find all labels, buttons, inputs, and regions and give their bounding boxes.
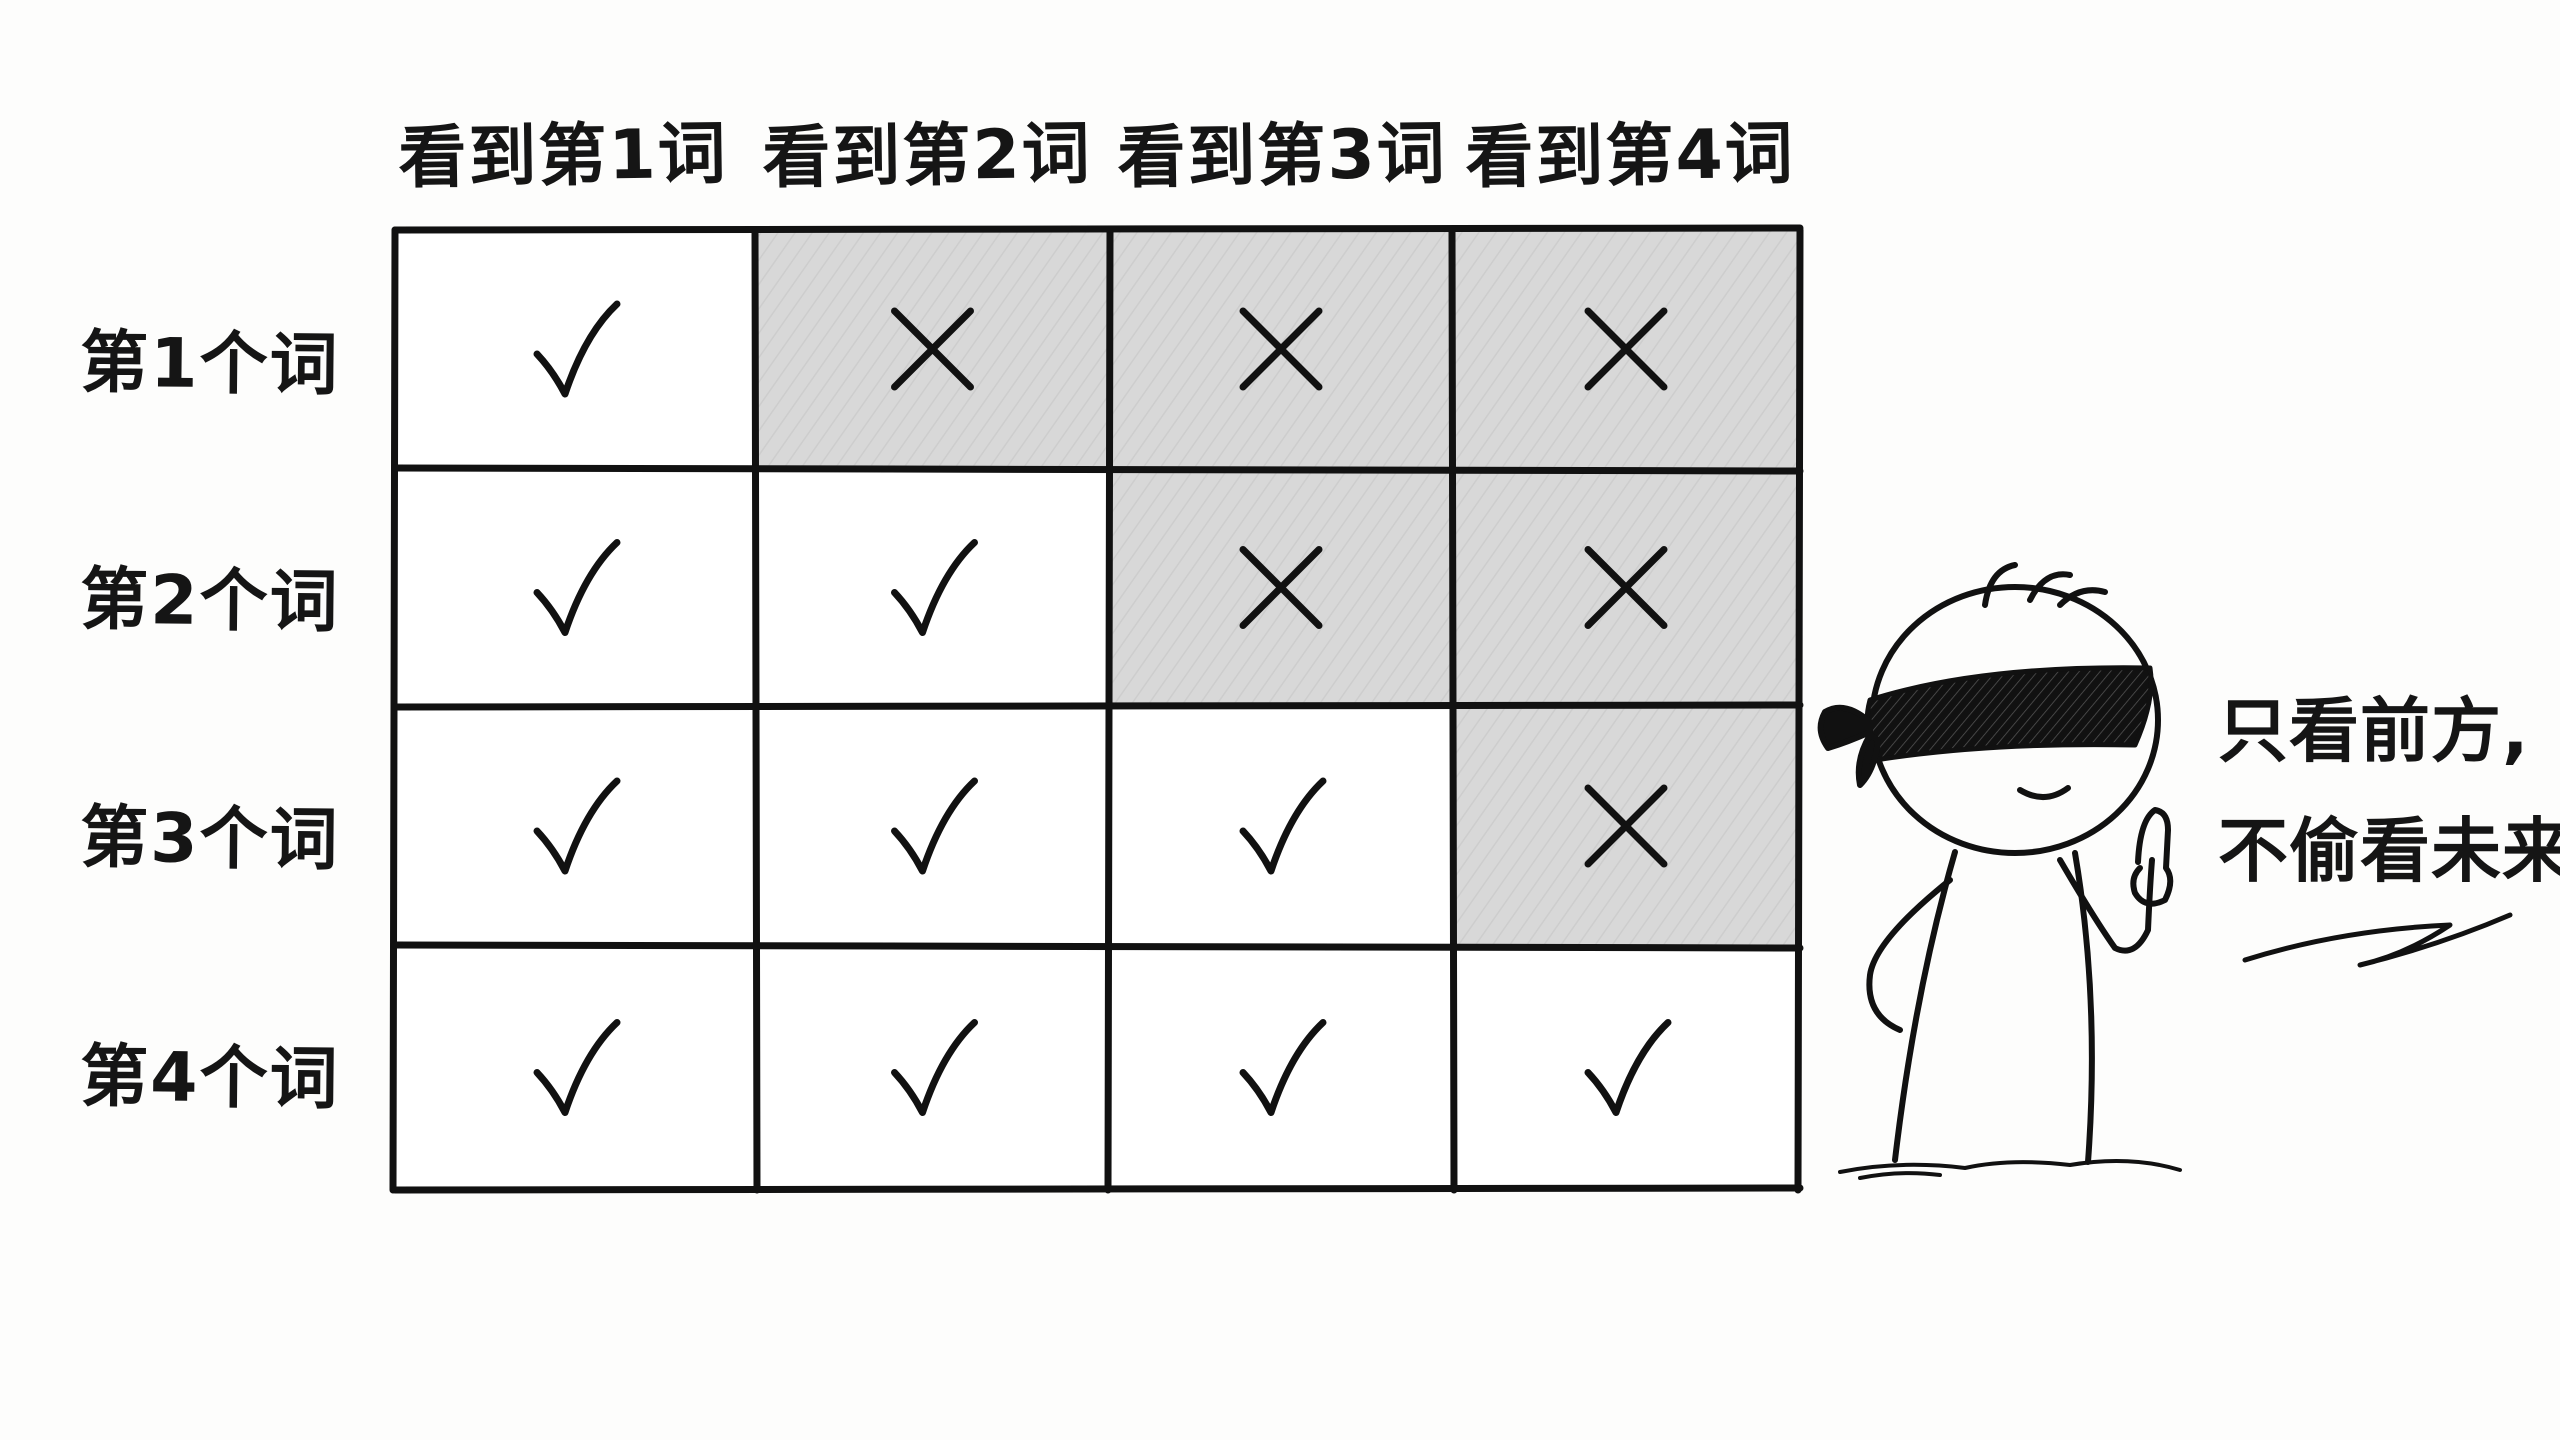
- cell-r4-c4: [1452, 945, 1800, 1190]
- check-mark-icon: [533, 539, 621, 636]
- check-mark-icon: [891, 777, 978, 875]
- check-mark-icon: [533, 777, 621, 875]
- grid-vertical-line: [1104, 226, 1114, 1194]
- speech-line-1: 只看前方,: [2218, 690, 2530, 772]
- blindfolded-figure: [1817, 562, 2513, 1180]
- figure-left-arm: [1866, 877, 1953, 1033]
- check-mark-icon: [533, 1019, 621, 1116]
- cell-r2-c2: [755, 468, 1110, 707]
- cell-r4-c3: [1110, 945, 1452, 1190]
- cell-fill-layer: [395, 230, 1800, 1190]
- grid-horizontal-line: [391, 941, 1804, 952]
- grid-horizontal-line: [391, 464, 1804, 475]
- grid-horizontal-line: [391, 701, 1804, 711]
- blindfold-knot: [1817, 704, 1881, 788]
- speech-underline: [2242, 912, 2513, 968]
- cross-mark-icon: [1584, 307, 1668, 391]
- cross-mark-icon: [1239, 307, 1323, 391]
- check-mark-icon: [1584, 1019, 1672, 1116]
- speech-line-2: 不偷看未来: [2218, 810, 2560, 892]
- cell-r3-c1: [395, 707, 755, 945]
- cell-r3-c2: [755, 707, 1110, 945]
- grid-horizontal-line: [391, 224, 1804, 234]
- cross-mark-icon: [1584, 784, 1668, 868]
- cell-r2-c1: [395, 468, 755, 707]
- cell-r4-c2: [755, 945, 1110, 1190]
- blindfold: [1864, 665, 2154, 763]
- figure-raised-finger: [2130, 807, 2174, 907]
- figure-right-arm: [2057, 857, 2155, 954]
- cell-r3-c3: [1110, 707, 1452, 945]
- cross-mark-icon: [891, 307, 974, 391]
- grid-horizontal-line: [391, 1184, 1804, 1194]
- check-mark-icon: [1239, 777, 1327, 875]
- cell-r1-c1: [395, 230, 755, 468]
- grid-vertical-line: [1448, 226, 1458, 1194]
- cross-mark-icon: [1584, 546, 1668, 629]
- grid-vertical-line: [1794, 226, 1804, 1194]
- check-mark-icon: [533, 300, 621, 398]
- mark-layer: [533, 300, 1672, 1116]
- check-mark-icon: [891, 1019, 978, 1116]
- check-mark-icon: [891, 539, 978, 636]
- ground-scribble: [1838, 1159, 2182, 1180]
- grid-lines: [389, 224, 1804, 1194]
- cell-r4-c1: [395, 945, 755, 1190]
- grid-vertical-line: [751, 226, 761, 1194]
- figure-hair: [1982, 562, 2108, 608]
- check-mark-icon: [1239, 1019, 1327, 1116]
- cross-mark-icon: [1239, 546, 1323, 629]
- figure-smile: [2017, 785, 2071, 800]
